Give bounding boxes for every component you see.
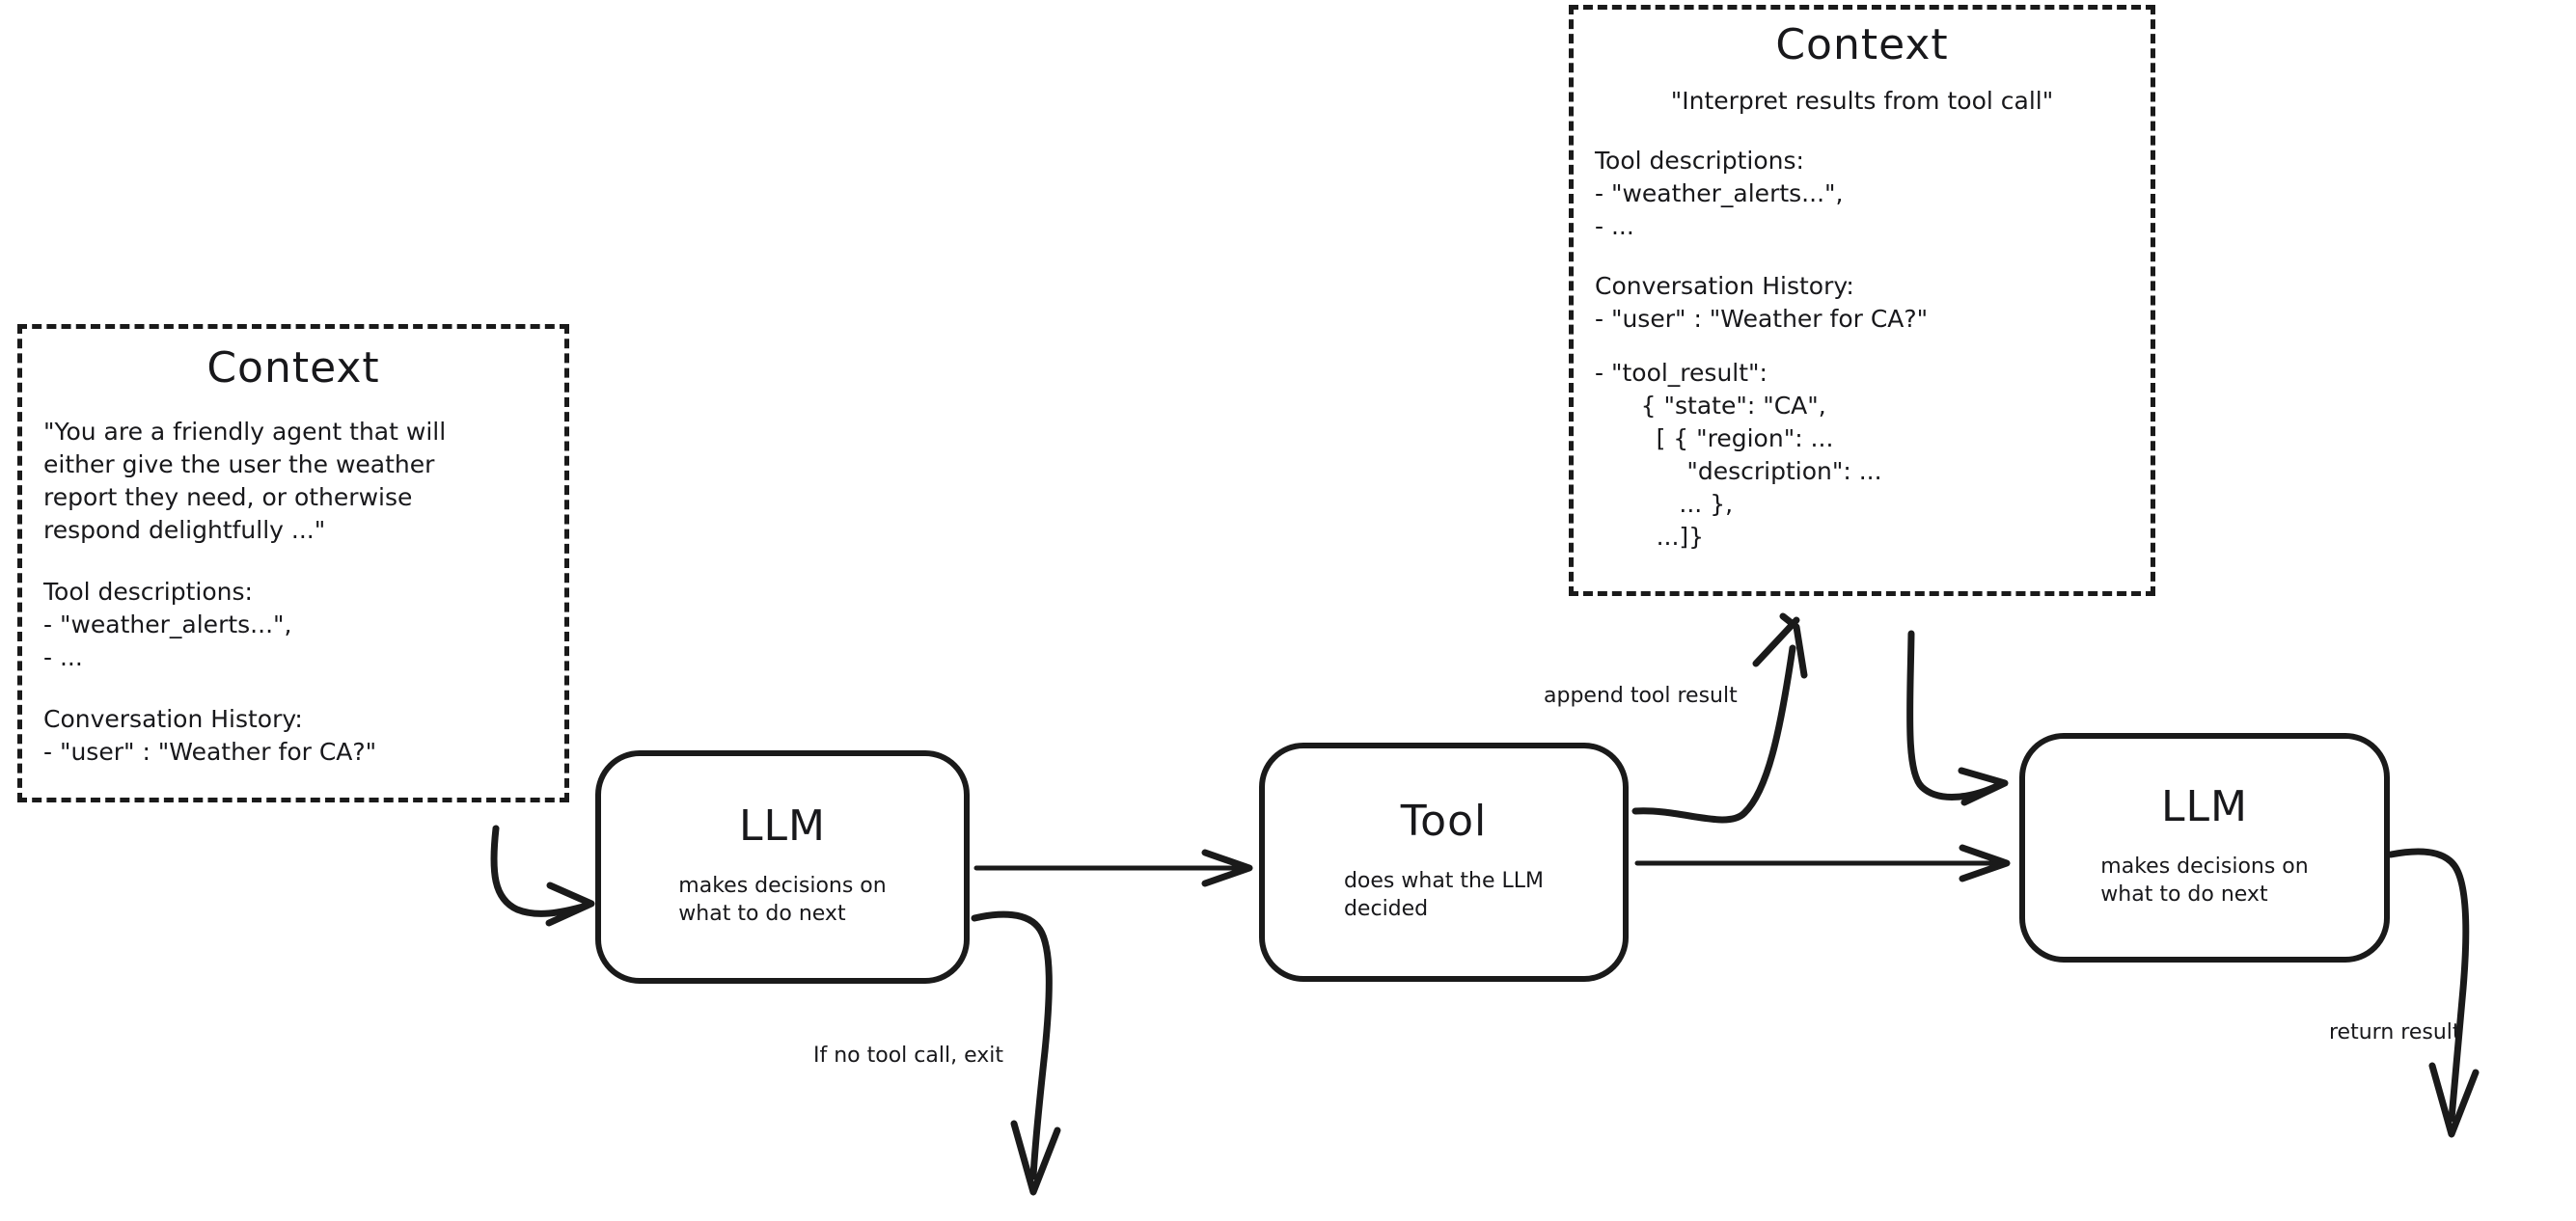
- edge-label-append-tool-result: append tool result: [1544, 684, 1738, 708]
- node-llm-second-title: LLM: [2161, 782, 2248, 832]
- context-panel-right: Context "Interpret results from tool cal…: [1569, 5, 2155, 596]
- arrow-llm-to-tool: [973, 849, 1253, 887]
- node-tool-subtitle: does what the LLM decided: [1343, 869, 1545, 921]
- context-left-conversation-items: - "user" : "Weather for CA?": [43, 738, 377, 767]
- arrow-context-to-llm-second: [1906, 630, 2009, 806]
- node-llm-first-subtitle: makes decisions on what to do next: [678, 874, 887, 926]
- context-right-tool-result-body: { "state": "CA", [ { "region": ... "desc…: [1640, 392, 1882, 552]
- context-right-conversation-items: - "user" : "Weather for CA?": [1595, 305, 1929, 334]
- context-right-system-prompt: "Interpret results from tool call": [1670, 87, 2054, 116]
- context-right-tool-descriptions-items: - "weather_alerts...", - ...: [1595, 179, 1844, 241]
- arrow-tool-to-llm-second: [1634, 844, 2011, 882]
- context-right-conversation-header: Conversation History:: [1595, 272, 1854, 301]
- node-tool[interactable]: Tool does what the LLM decided: [1259, 743, 1629, 982]
- context-left-title: Context: [206, 343, 380, 393]
- arrow-tool-to-context: [1631, 612, 1808, 824]
- node-llm-first-title: LLM: [739, 801, 826, 852]
- node-llm-second[interactable]: LLM makes decisions on what to do next: [2019, 733, 2390, 963]
- context-left-system-prompt: "You are a friendly agent that will eith…: [43, 418, 447, 545]
- node-llm-first[interactable]: LLM makes decisions on what to do next: [595, 750, 970, 984]
- node-llm-second-subtitle: makes decisions on what to do next: [2100, 855, 2309, 907]
- context-right-tool-descriptions-header: Tool descriptions:: [1595, 147, 1804, 176]
- context-right-tool-result-label: - "tool_result":: [1595, 359, 1768, 388]
- node-tool-title: Tool: [1400, 797, 1488, 847]
- context-panel-left: Context "You are a friendly agent that w…: [17, 324, 569, 802]
- arrow-return-result: [2387, 848, 2480, 1138]
- context-left-tool-descriptions-items: - "weather_alerts...", - ...: [43, 610, 292, 672]
- context-right-title: Context: [1775, 20, 1949, 69]
- context-left-conversation-header: Conversation History:: [43, 705, 303, 734]
- edge-label-no-tool-call: If no tool call, exit: [813, 1044, 1003, 1068]
- edge-label-return-result: return result: [2329, 1020, 2461, 1045]
- context-left-tool-descriptions-header: Tool descriptions:: [43, 578, 253, 607]
- arrow-context-to-llm: [490, 825, 595, 927]
